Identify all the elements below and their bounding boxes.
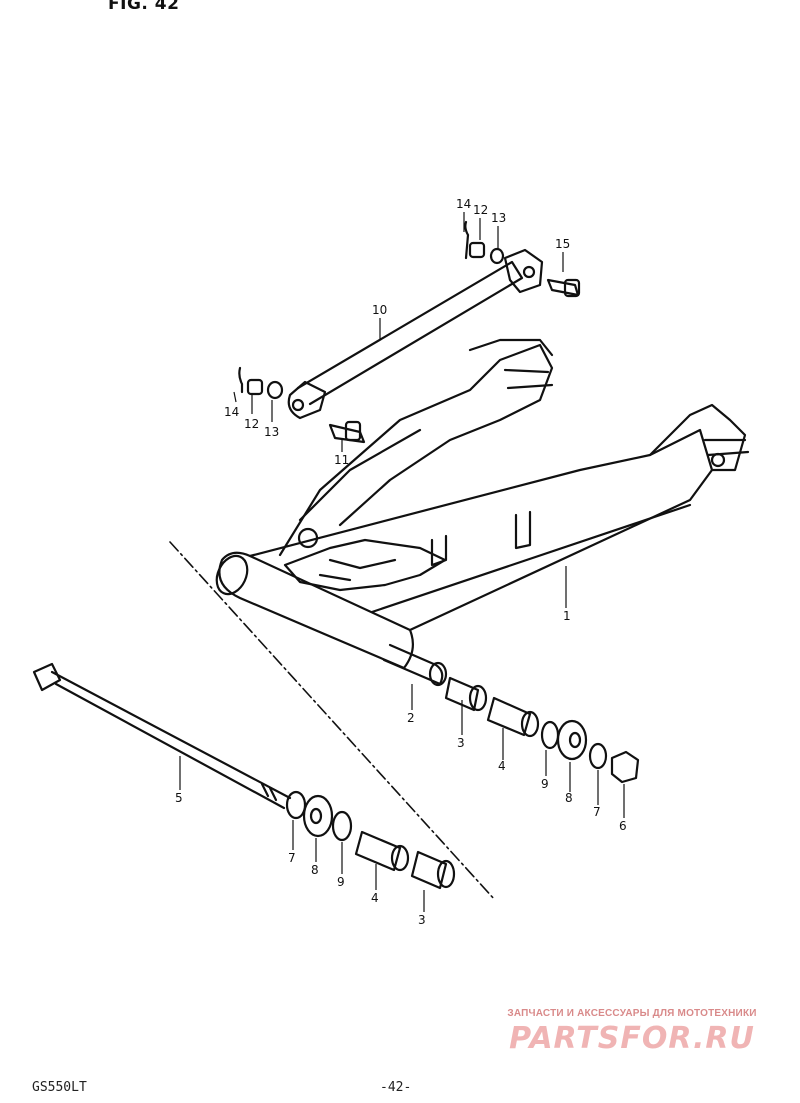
spacer-4-left — [354, 830, 410, 872]
pivot-shaft-part — [32, 662, 292, 810]
label-part-11: 11 — [334, 453, 349, 467]
label-part-3-right: 3 — [457, 736, 465, 750]
label-part-13-upper: 13 — [491, 211, 506, 225]
label-part-8-left: 8 — [311, 863, 319, 877]
label-part-5: 5 — [175, 791, 183, 805]
spacer-4-right — [486, 696, 540, 738]
figure-title: FIG. 42 — [108, 0, 180, 14]
label-part-3-left: 3 — [418, 913, 426, 927]
label-part-9-right: 9 — [541, 777, 549, 791]
site-watermark: ЗАПЧАСТИ И АКСЕССУАРЫ ДЛЯ МОТОТЕХНИКИ PA… — [482, 1008, 782, 1056]
washer-7-right — [588, 742, 608, 770]
bearing-3-right — [444, 676, 488, 712]
washer-7-left — [285, 790, 307, 820]
seal-9-right — [540, 720, 560, 750]
label-part-13-lower: 13 — [264, 425, 279, 439]
label-part-12-upper: 12 — [473, 203, 488, 217]
label-part-4-right: 4 — [498, 759, 506, 773]
seal-9-left — [331, 810, 353, 842]
label-part-7-left: 7 — [288, 851, 296, 865]
model-code: GS550LT — [32, 1080, 87, 1095]
upper-fastener-set — [464, 220, 505, 265]
washer-8-left — [302, 794, 334, 838]
label-part-6: 6 — [619, 819, 627, 833]
label-part-7-right: 7 — [593, 805, 601, 819]
label-part-12-lower: 12 — [244, 417, 259, 431]
label-part-1: 1 — [563, 609, 571, 623]
swingarm-part — [215, 338, 750, 670]
bolt-11 — [328, 420, 366, 444]
nut-6 — [610, 750, 640, 784]
washer-8-right — [556, 719, 588, 761]
lower-fastener-set — [238, 366, 284, 400]
torque-rod-part — [287, 248, 544, 420]
label-part-2: 2 — [407, 711, 415, 725]
label-part-8-right: 8 — [565, 791, 573, 805]
label-part-14-lower: 14 — [224, 405, 239, 419]
bolt-15 — [546, 278, 581, 298]
label-part-15: 15 — [555, 237, 570, 251]
page-number: -42- — [380, 1080, 412, 1095]
label-part-10: 10 — [372, 303, 387, 317]
label-part-14-upper: 14 — [456, 197, 471, 211]
sleeve-2 — [382, 643, 448, 687]
label-part-9-left: 9 — [337, 875, 345, 889]
watermark-tagline: ЗАПЧАСТИ И АКСЕССУАРЫ ДЛЯ МОТОТЕХНИКИ — [507, 1008, 757, 1019]
label-part-4-left: 4 — [371, 891, 379, 905]
bearing-3-left — [410, 850, 456, 890]
assembly-axis-line — [169, 541, 496, 901]
watermark-logo: PARTSFOR.RU — [509, 1021, 755, 1056]
